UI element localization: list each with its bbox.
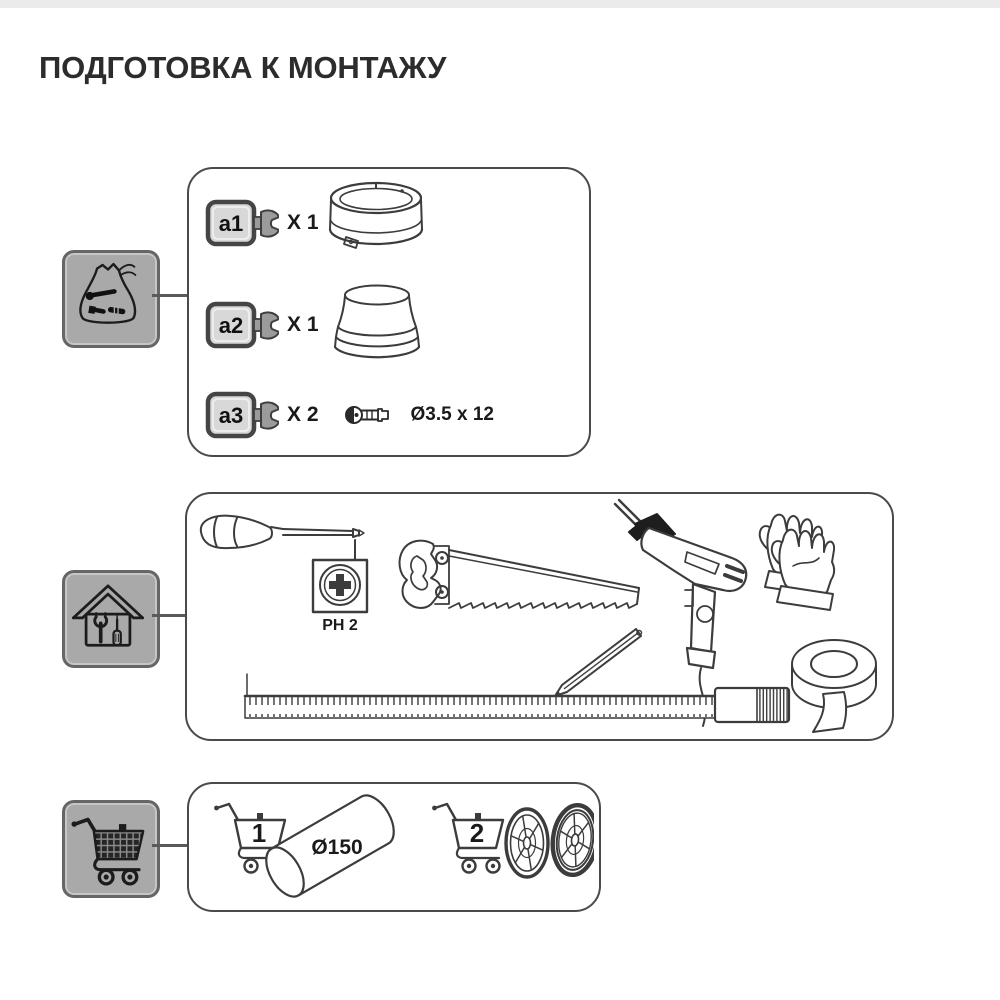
shopping-cart-art <box>71 817 145 886</box>
tools-panel: PH 2 <box>185 492 894 741</box>
purchase-art: 1 2 <box>214 794 594 898</box>
wrench-key-icon <box>260 401 279 430</box>
house-tools-art <box>71 584 145 647</box>
adhesive-tape-art <box>791 639 877 733</box>
cart-qty-1: 1 <box>252 818 266 848</box>
part-row-a3: a3 X 2 Ø3.5 x 12 <box>205 385 494 445</box>
key-tag-a3: a3 <box>205 391 279 439</box>
screw-art <box>344 406 389 424</box>
wrench-key-icon <box>260 311 279 340</box>
phillips-bit-art <box>311 539 369 614</box>
gloves-art <box>758 513 836 611</box>
shopping-cart-icon <box>62 800 160 898</box>
measuring-tape-art <box>243 673 791 724</box>
vent-grille-right-art <box>550 802 594 878</box>
screwdriver-art <box>199 514 365 550</box>
wrench-key-icon <box>260 209 279 238</box>
duct-reducer-art <box>333 284 421 359</box>
handsaw-art <box>398 539 640 609</box>
qty-a2: X 1 <box>287 313 319 336</box>
tag-label: a2 <box>219 313 243 338</box>
house-tools-icon <box>62 570 160 668</box>
cart-qty-2: 2 <box>470 818 484 848</box>
parts-panel: a1 X 1 <box>187 167 591 457</box>
duct-tube-label: Ø150 <box>311 836 362 859</box>
tag-label: a1 <box>219 211 243 236</box>
mounting-ring-art <box>328 181 424 249</box>
hardware-bag-icon <box>62 250 160 348</box>
connector-line-buy <box>152 844 189 847</box>
key-tag-a1: a1 <box>205 199 279 247</box>
phillips-bit-label: PH 2 <box>322 617 358 634</box>
tools-art: PH 2 <box>199 498 877 733</box>
vent-grille-left-art <box>504 807 550 879</box>
screw-spec: Ø3.5 x 12 <box>410 404 494 425</box>
connector-line-parts <box>152 294 189 297</box>
tag-label: a3 <box>219 403 243 428</box>
key-tag-a2: a2 <box>205 301 279 349</box>
cart-icon-2: 2 <box>432 802 505 874</box>
qty-a3: X 2 <box>287 403 319 426</box>
part-row-a1: a1 X 1 <box>205 193 319 253</box>
page-top-strip <box>0 0 1000 8</box>
purchase-panel: 1 2 <box>187 782 601 912</box>
page-title: ПОДГОТОВКА К МОНТАЖУ <box>39 50 447 85</box>
pencil-art <box>554 628 643 697</box>
duct-tube-art <box>265 794 395 898</box>
connector-line-tools <box>152 614 189 617</box>
drill-art <box>613 498 748 727</box>
part-row-a2: a2 X 1 <box>205 295 319 355</box>
qty-a1: X 1 <box>287 211 319 234</box>
hardware-bag-art <box>79 262 137 324</box>
